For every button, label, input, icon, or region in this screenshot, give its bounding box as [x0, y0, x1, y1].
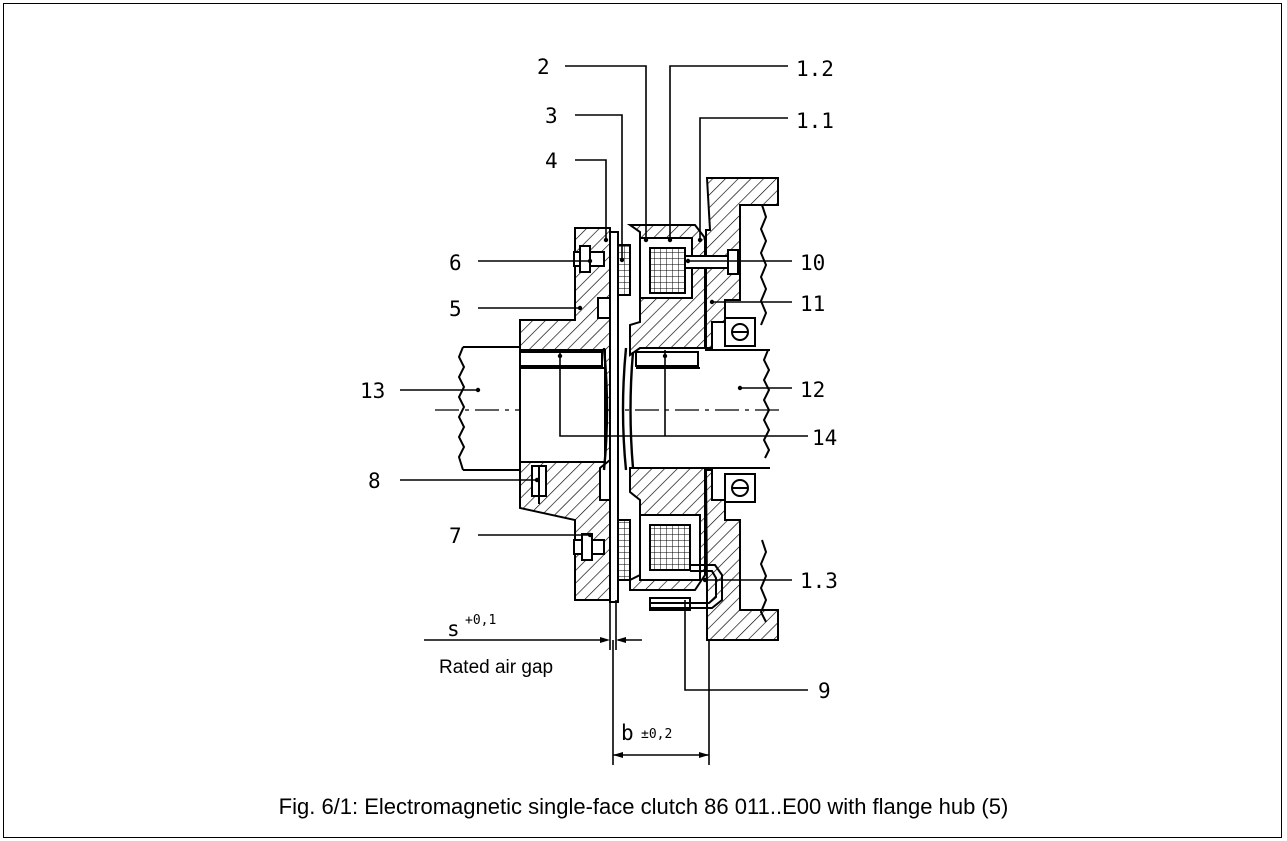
air-gap-dimension [424, 600, 642, 650]
right-key [635, 351, 700, 369]
callout-8: 8 [368, 469, 381, 493]
leaf-spring [602, 347, 635, 471]
callout-5: 5 [449, 297, 462, 321]
callout-7: 7 [449, 524, 462, 548]
air-gap-arrows [600, 637, 626, 643]
callout-10: 10 [800, 251, 825, 275]
callout-6: 6 [449, 251, 462, 275]
callout-11: 11 [800, 292, 825, 316]
air-gap-symbol: s [447, 617, 460, 641]
bearing-upper [724, 317, 756, 347]
callout-9: 9 [818, 679, 831, 703]
callout-3: 3 [545, 104, 558, 128]
armature-disc [609, 231, 631, 603]
right-shaft [705, 349, 771, 469]
callout-1-3: 1.3 [800, 569, 838, 593]
b-dimension-arrows [613, 752, 709, 758]
b-symbol: b [621, 721, 634, 745]
housing [704, 177, 779, 641]
set-screw-8 [531, 465, 547, 504]
screw-6 [573, 245, 605, 273]
callout-1-2: 1.2 [796, 57, 834, 81]
leader-lines [400, 65, 808, 691]
callout-13: 13 [360, 379, 385, 403]
drawing-frame [3, 3, 1282, 838]
cable-9 [649, 564, 723, 611]
callout-14: 14 [812, 426, 837, 450]
callout-12: 12 [800, 378, 825, 402]
screw-10 [684, 249, 739, 275]
left-shaft [457, 346, 520, 471]
b-tolerance: ±0,2 [641, 727, 672, 742]
air-gap-tolerance: +0,1 [465, 613, 496, 628]
screw-7 [573, 533, 605, 561]
callout-4: 4 [545, 149, 558, 173]
callout-1-1: 1.1 [796, 109, 834, 133]
coil-lower [649, 524, 691, 571]
bearing-lower [724, 473, 756, 503]
flange-hub [519, 227, 611, 601]
coil-upper [649, 247, 686, 294]
callout-2: 2 [537, 55, 550, 79]
left-key [519, 351, 603, 367]
leader-dots [475, 237, 743, 583]
b-dimension [612, 640, 710, 765]
figure-caption: Fig. 6/1: Electromagnetic single-face cl… [278, 794, 1009, 819]
air-gap-caption: Rated air gap [439, 657, 553, 678]
